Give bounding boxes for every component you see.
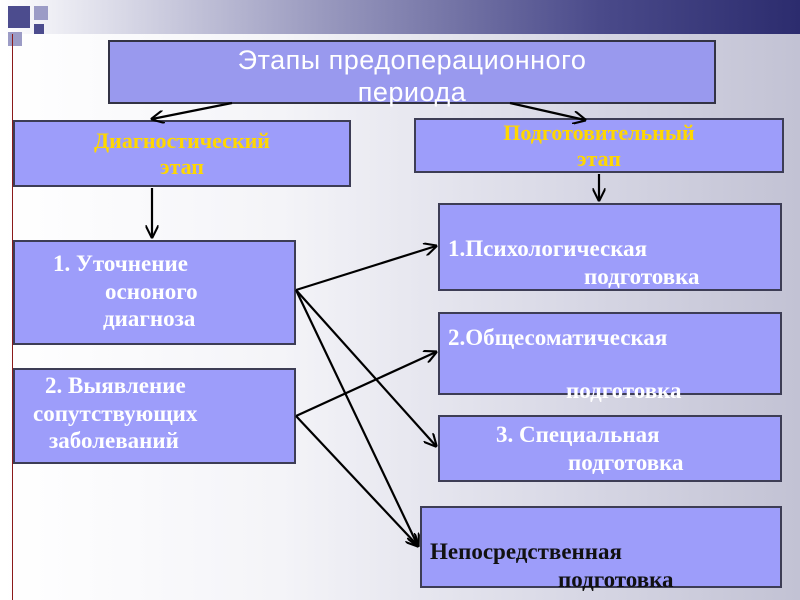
decorative-square (8, 6, 30, 28)
decorative-square (34, 6, 48, 20)
arrow-diag1-to-special (295, 289, 436, 446)
arrow-title-to-preparatory (509, 101, 585, 120)
immediate-preparation-box: Непосредственная подготовка (420, 506, 782, 592)
psychological-preparation-box: 1.Психологическая подготовка (438, 203, 782, 291)
preparatory-stage-header: Подготовительный этап (414, 118, 784, 173)
decorative-square (34, 24, 44, 34)
arrow-title-to-diagnostic (152, 101, 233, 119)
diagnostic-stage-header: Диагностический этап (13, 120, 351, 187)
arrow-diag2-to-somatic (295, 352, 436, 418)
general-somatic-preparation-box: 2.Общесоматическая подготовка (438, 312, 782, 403)
diagram-title: Этапы предоперационного периода (108, 40, 716, 107)
special-preparation-box: 3. Специальная подготовка (438, 415, 782, 482)
decorative-top-band (0, 0, 800, 34)
decorative-vertical-line (12, 34, 13, 600)
arrow-diag1-to-immediate (295, 289, 418, 546)
decorative-square (8, 32, 22, 46)
arrow-diag2-to-immediate (295, 415, 418, 546)
diagnosis-clarification-box: 1. Уточнение осноного диагноза (13, 240, 296, 345)
comorbidity-detection-box: 2. Выявление сопутствующих заболеваний (13, 368, 296, 464)
arrow-diag1-to-psych (295, 246, 436, 292)
